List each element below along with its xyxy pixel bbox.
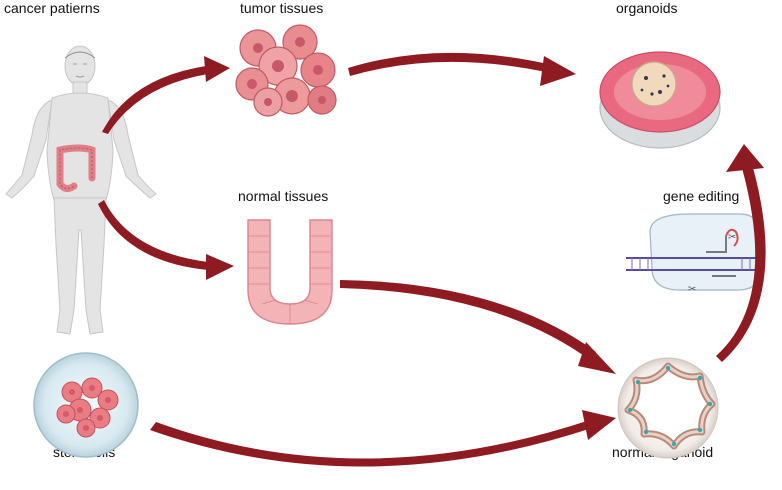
arrow-patient-to-tumor xyxy=(102,66,208,134)
stem-cells-dish xyxy=(33,352,139,458)
arrow-normal-to-organoid-head xyxy=(578,342,616,374)
arrow-stem-to-organoid xyxy=(150,420,592,467)
organoid-spots xyxy=(640,74,670,96)
label-organoids: organoids xyxy=(616,0,678,16)
label-gene-editing: gene editing xyxy=(663,188,740,204)
arrow-tumor-to-organoids xyxy=(348,52,548,76)
organoid-dish xyxy=(599,51,721,149)
tumor-nuclei xyxy=(247,37,326,106)
arrow-tumor-to-organoids-head xyxy=(540,56,576,86)
human-face xyxy=(64,51,96,78)
label-normal-tissues: normal tissues xyxy=(238,188,329,204)
arrow-stem-to-organoid-head xyxy=(582,410,616,440)
arrow-patient-to-normal xyxy=(98,200,208,270)
arrows xyxy=(98,52,766,467)
normal-tissue-crypt xyxy=(247,219,333,325)
human-figure xyxy=(5,45,157,335)
arrow-patient-to-tumor-head xyxy=(204,56,230,82)
label-tumor-tissues: tumor tissues xyxy=(240,0,324,16)
arrow-normal-to-organoid xyxy=(340,280,596,360)
svg-text:✂: ✂ xyxy=(728,232,736,243)
svg-text:✂: ✂ xyxy=(688,284,696,295)
label-cancer-patients: cancer patierns xyxy=(4,0,100,16)
arrow-patient-to-normal-head xyxy=(206,254,234,280)
colon-outline xyxy=(59,147,93,190)
arrow-organoid-to-organoids-head xyxy=(726,144,764,172)
normal-organoid xyxy=(617,357,719,459)
gene-editing-icon: ✂ ✂ xyxy=(626,213,761,295)
arrow-organoid-to-organoids xyxy=(716,164,766,362)
